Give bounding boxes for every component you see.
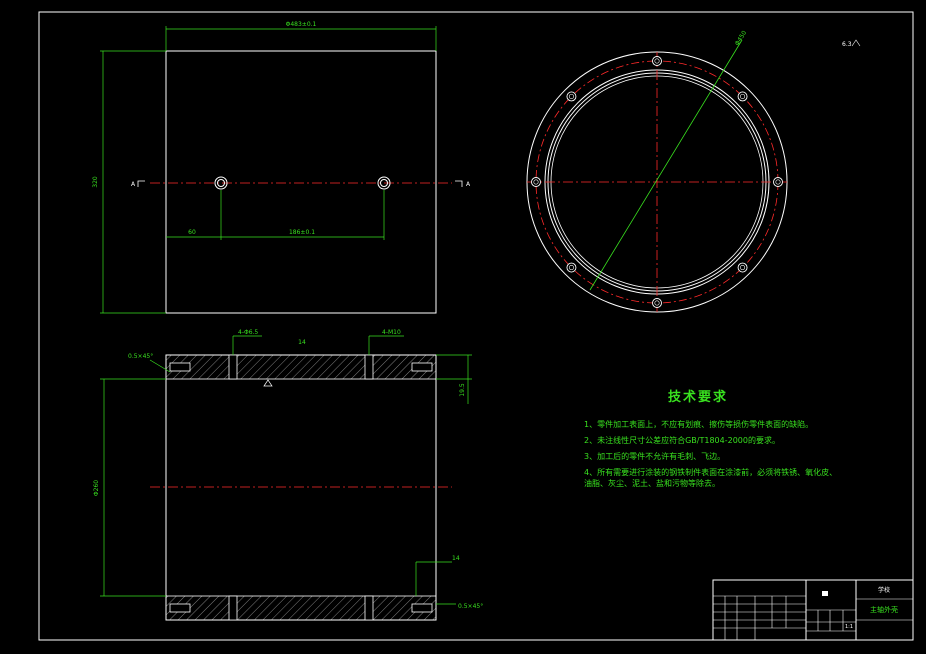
bolt-hole-inner xyxy=(775,179,781,185)
dim-flange: 19.5 xyxy=(459,383,466,397)
bolt-hole-inner xyxy=(654,300,660,306)
tech-requirement-item: 1、零件加工表面上，不应有划痕、擦伤等损伤零件表面的缺陷。 xyxy=(584,420,814,429)
dim-hole-right: 4-M10 xyxy=(382,329,401,336)
bottom-hole-left xyxy=(228,595,238,621)
side-hole-bottom-left xyxy=(169,603,191,613)
top-hole-right xyxy=(364,354,374,380)
bolt-hole-inner xyxy=(654,58,660,64)
bottom-hole-right xyxy=(364,595,374,621)
drawing-scale: 1:1 xyxy=(845,624,853,630)
dim-chamfer-top: 0.5×45° xyxy=(128,353,153,360)
dim-top-width: Φ483±0.1 xyxy=(286,21,317,28)
tech-requirements: 技术要求 1、零件加工表面上，不应有划痕、擦伤等损伤零件表面的缺陷。 2、未注线… xyxy=(584,386,844,494)
bolt-hole xyxy=(652,56,662,66)
bolt-holes xyxy=(531,56,783,308)
side-hole-bottom-right xyxy=(411,603,433,613)
drawing-name: 主轴外壳 xyxy=(870,605,898,614)
title-block-outline xyxy=(712,579,914,641)
bolt-hole-inner xyxy=(533,179,539,185)
drawing-frame xyxy=(38,11,914,641)
tech-requirement-item: 3、加工后的零件不允许有毛刺、飞边。 xyxy=(584,452,726,461)
top-hole-left xyxy=(228,354,238,380)
tech-requirement-item: 4、所有需要进行涂装的钢铁制件表面在涂漆前，必须将铁锈、氧化皮、油脂、灰尘、泥土… xyxy=(584,468,838,488)
dim-pin-offset: 60 xyxy=(188,229,196,236)
tech-requirement-item: 2、未注线性尺寸公差应符合GB/T1804-2000的要求。 xyxy=(584,436,780,445)
side-hole-top-right xyxy=(411,362,433,372)
bolt-hole xyxy=(531,177,541,187)
title-block-mark xyxy=(822,591,828,596)
bolt-hole-inner xyxy=(568,265,574,271)
diameter-leader xyxy=(589,39,743,291)
dim-circle-dia: Φ450 xyxy=(734,29,749,47)
section-mark-left xyxy=(137,180,145,187)
roughness-value: 6.3 xyxy=(842,41,852,48)
dim-body-height: Φ260 xyxy=(93,480,100,496)
bottom-wall-hatch xyxy=(165,595,437,621)
circular-view: Φ450 6.3 xyxy=(526,29,861,313)
bolt-hole xyxy=(737,91,748,102)
bolt-hole xyxy=(566,262,577,273)
dim-chamfer-bottom: 0.5×45° xyxy=(458,603,483,610)
pin-hole-left xyxy=(214,176,228,190)
bolt-hole-inner xyxy=(740,93,746,99)
dim-wall: 14 xyxy=(298,339,306,346)
top-view-outline xyxy=(165,50,437,314)
bolt-hole-inner xyxy=(740,265,746,271)
pin-hole-right xyxy=(377,176,391,190)
pin-hole-right-inner xyxy=(380,179,388,187)
bolt-hole xyxy=(566,91,577,102)
dim-hole-left: 4-Φ6.5 xyxy=(238,329,258,336)
section-label-left: A xyxy=(131,181,136,188)
dim-step: 14 xyxy=(452,555,460,562)
section-view: 4-Φ6.5 4-M10 14 0.5×45° 0.5×45° 19.5 14 … xyxy=(93,329,483,621)
top-wall-hatch xyxy=(165,354,437,380)
section-label-right: A xyxy=(466,181,471,188)
datum-triangle xyxy=(263,379,273,387)
roughness-symbol xyxy=(851,39,861,47)
dim-top-height: 320 xyxy=(92,176,99,188)
top-view: Φ483±0.1 320 60 186±0.1 A A xyxy=(92,21,471,314)
dim-pin-spacing: 186±0.1 xyxy=(289,229,315,236)
bolt-hole xyxy=(652,298,662,308)
section-outline xyxy=(165,354,437,621)
title-block: 学校 主轴外壳 1:1 xyxy=(712,579,914,641)
bolt-hole xyxy=(773,177,783,187)
tech-requirements-title: 技术要求 xyxy=(668,390,729,405)
section-mark-right xyxy=(455,180,463,187)
bolt-hole xyxy=(737,262,748,273)
bolt-hole-inner xyxy=(568,93,574,99)
pin-hole-left-inner xyxy=(217,179,225,187)
side-hole-top-left xyxy=(169,362,191,372)
company-name: 学校 xyxy=(878,586,890,594)
